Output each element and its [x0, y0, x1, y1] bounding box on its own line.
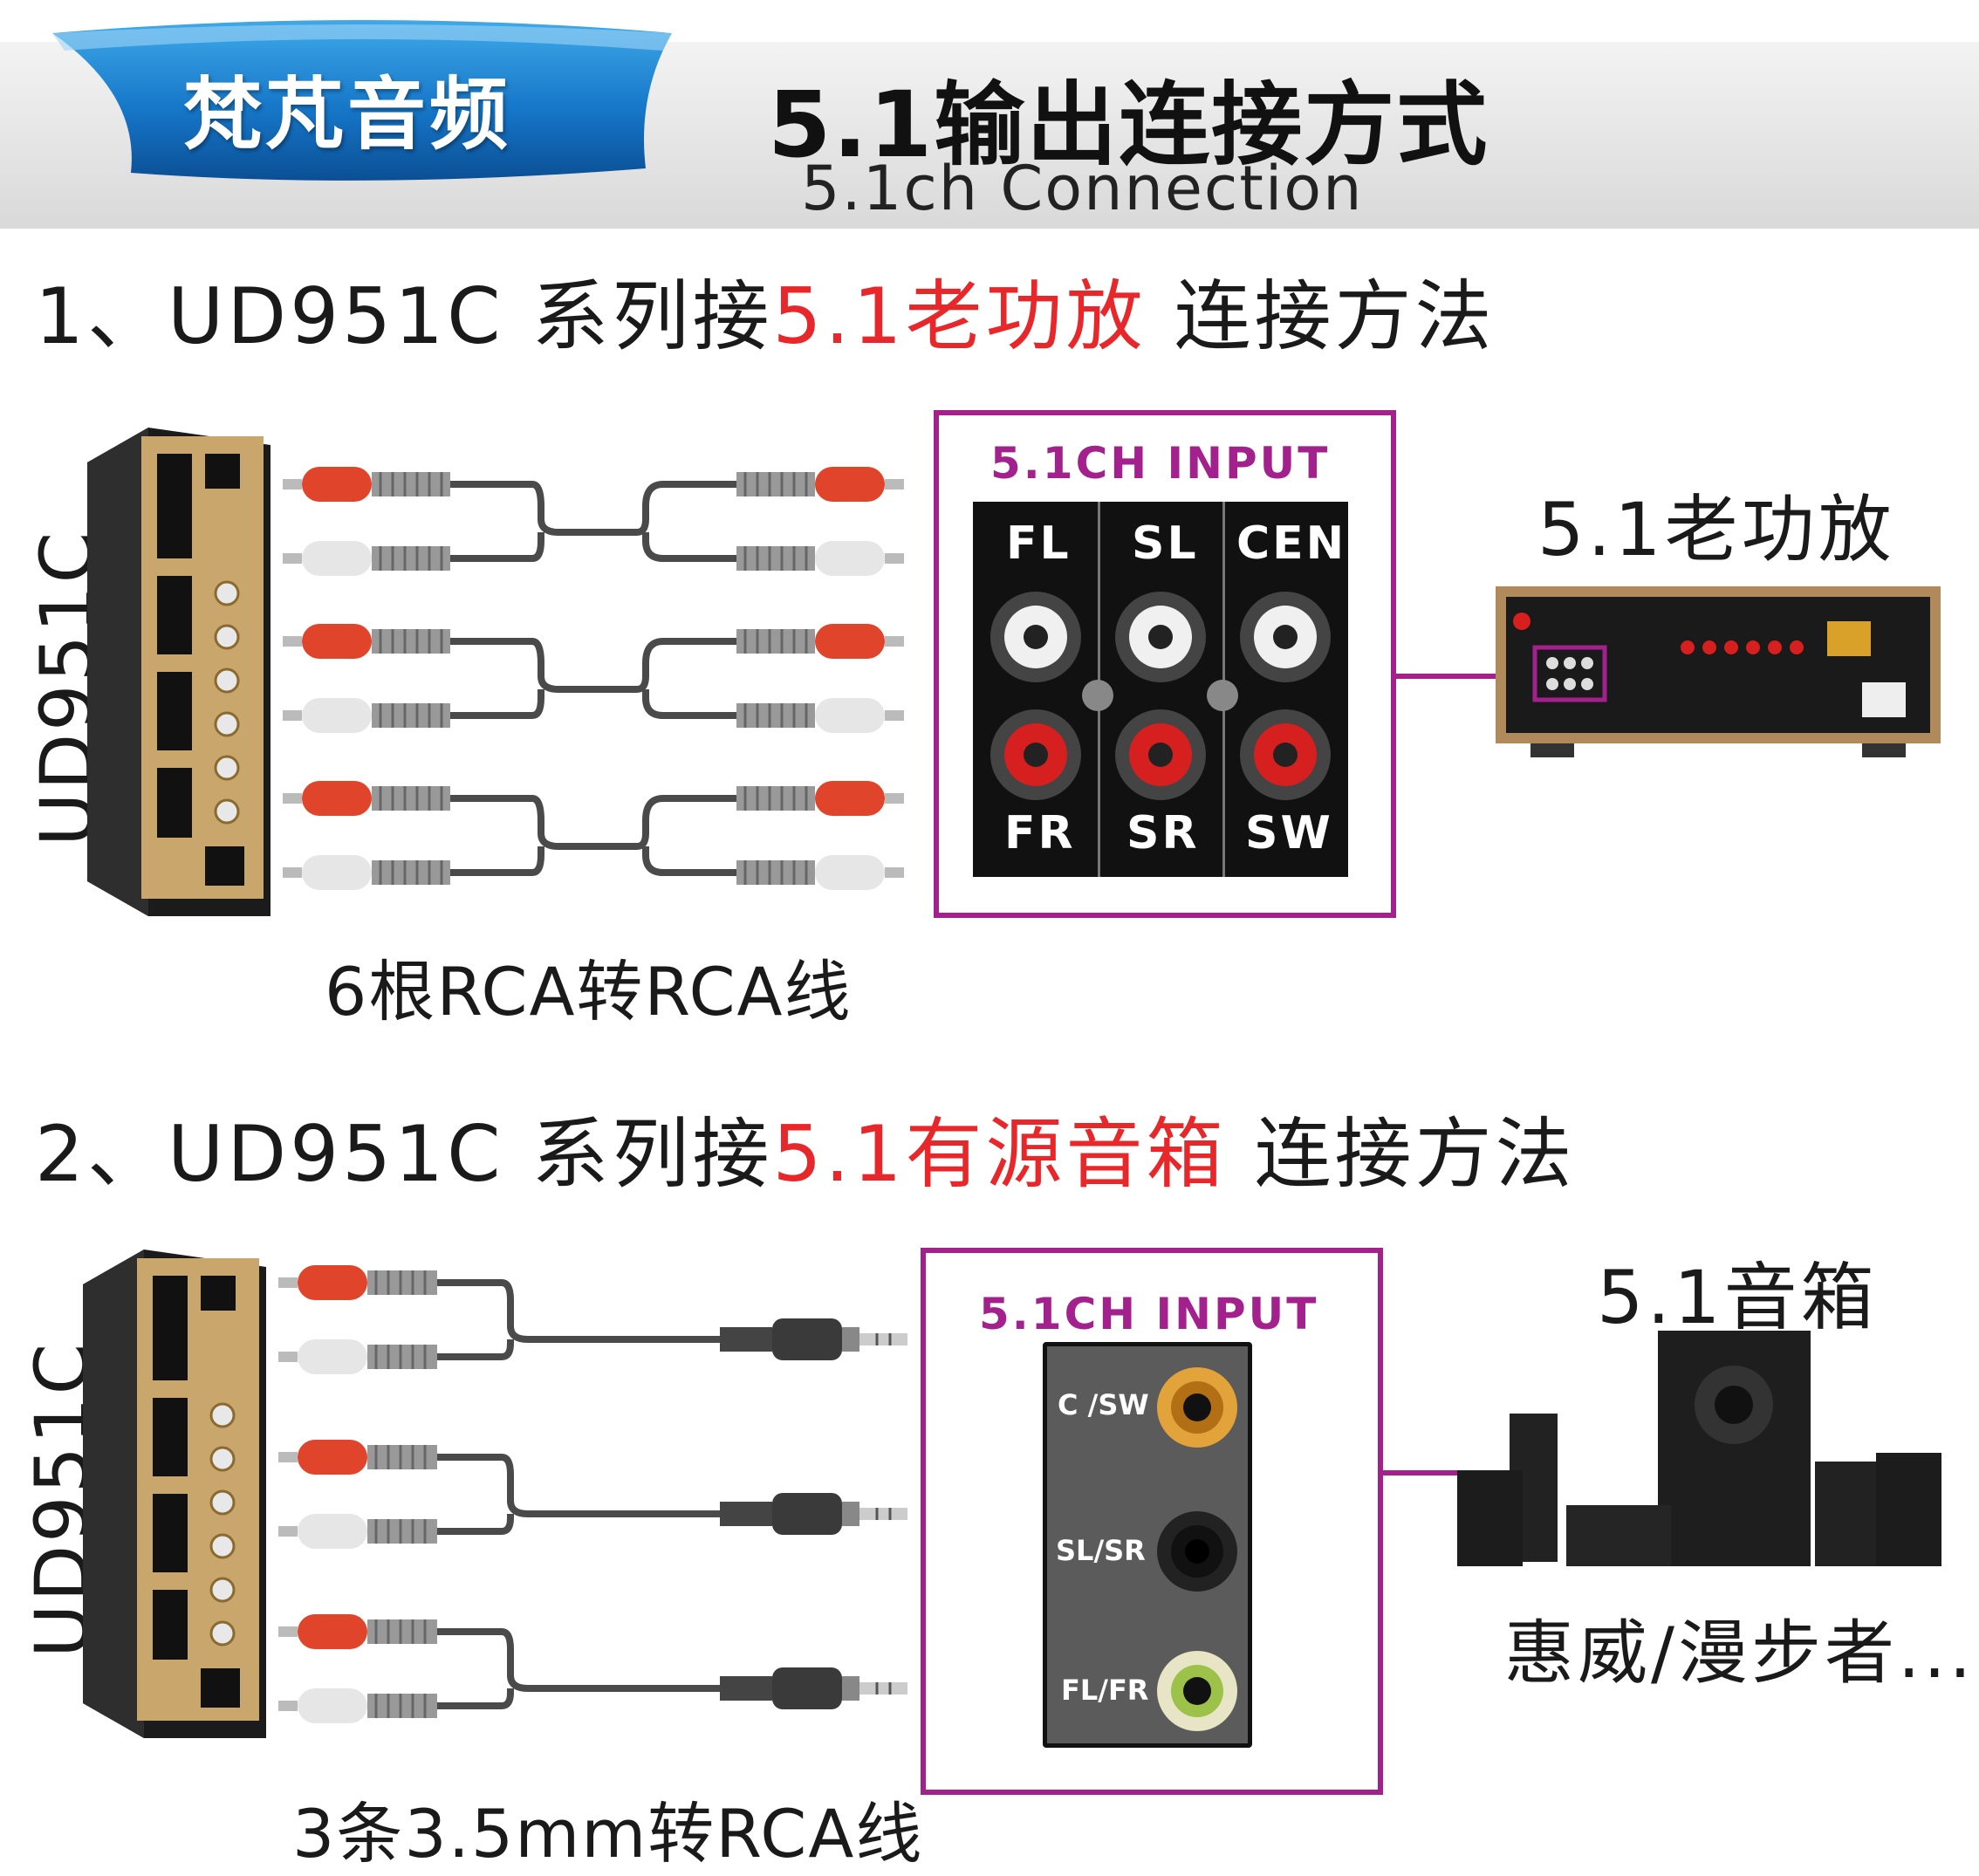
amplifier-icon — [1496, 586, 1941, 757]
jack-label-fl: FL — [1006, 517, 1072, 570]
section1-heading-prefix: 1、UD951C 系列接 — [35, 271, 773, 361]
section2-3.5mm-jacks — [1157, 1367, 1237, 1731]
section1-heading-suffix: 连接方法 — [1146, 271, 1496, 361]
section2-3.5mm-cables — [277, 1263, 909, 1725]
section1-ud951c-device — [87, 428, 270, 916]
jack-label-sw: SW — [1245, 807, 1333, 859]
section2-input-title: 5.1CH INPUT — [979, 1289, 1319, 1339]
jack-label-fl-fr: FL/FR — [1061, 1674, 1149, 1707]
section1-heading-highlight: 5.1老功放 — [772, 271, 1147, 361]
section2-heading: 2、UD951C 系列接5.1有源音箱 连接方法 — [35, 1092, 1575, 1203]
section1-target-label: 5.1老功放 — [1537, 487, 1895, 572]
jack-label-c-sw: C /SW — [1058, 1388, 1149, 1421]
section2-connector-line — [1379, 1470, 1457, 1475]
page-title: 5.1输出连接方式 — [768, 72, 1489, 178]
section1-rca-jacks — [990, 592, 1331, 800]
jack-label-cen: CEN — [1236, 517, 1347, 570]
section2-jack-plate: C /SW SL/SR FL/FR — [1043, 1342, 1252, 1748]
section2-target-label: 5.1音箱 — [1597, 1255, 1878, 1340]
jack-label-sl: SL — [1132, 517, 1199, 570]
section2-ud951c-device — [83, 1250, 266, 1738]
section1-cable-caption: 6根RCA转RCA线 — [325, 953, 853, 1030]
brand-ribbon — [52, 20, 672, 181]
section2-heading-highlight: 5.1有源音箱 — [772, 1109, 1227, 1199]
speaker-system-icon — [1457, 1331, 1941, 1566]
speaker-brands: 惠威/漫步者... — [1504, 1612, 1976, 1694]
jack-label-sr: SR — [1126, 807, 1200, 859]
section1-heading: 1、UD951C 系列接5.1老功放 连接方法 — [35, 255, 1495, 366]
jack-label-fr: FR — [1004, 807, 1076, 859]
section1-connector-line — [1391, 674, 1496, 679]
section2-heading-prefix: 2、UD951C 系列接 — [35, 1109, 773, 1199]
section1-rca-cables — [281, 465, 906, 892]
section2-heading-suffix: 连接方法 — [1226, 1109, 1576, 1199]
jack-label-sl-sr: SL/SR — [1056, 1534, 1146, 1567]
section1-jack-plate: FL SL CEN FR SR SW — [973, 502, 1348, 877]
section1-input-title: 5.1CH INPUT — [990, 438, 1331, 489]
brand-name: 梵芃音频 — [183, 69, 511, 161]
section2-cable-caption: 3条3.5mm转RCA线 — [292, 1795, 924, 1873]
page-subtitle: 5.1ch Connection — [801, 153, 1364, 224]
